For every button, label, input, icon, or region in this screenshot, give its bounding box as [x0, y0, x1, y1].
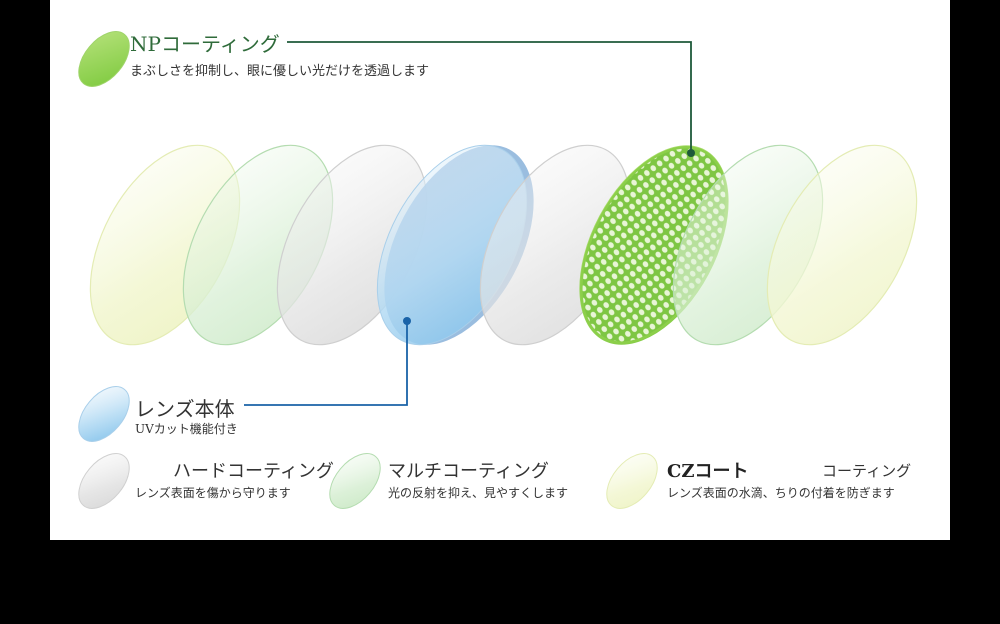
hard-coating-title: ハードコーティング	[173, 461, 334, 482]
lens-body-description: UVカット機能付き	[135, 422, 238, 436]
cz-coat-description: レンズ表面の水滴、ちりの付着を防ぎます	[667, 486, 895, 500]
multi-coating-description: 光の反射を抑え、見やすくします	[388, 486, 569, 500]
multi-legend-icon	[329, 453, 381, 509]
np-coating-description: まぶしさを抑制し、眼に優しい光だけを透過します	[130, 64, 430, 79]
lens-body-title: レンズ本体	[135, 397, 235, 421]
np-legend-icon	[78, 31, 130, 87]
hard-legend-icon	[78, 453, 130, 509]
np-coating-title: NPコーティング	[130, 32, 280, 56]
lens-body-legend-icon	[78, 386, 130, 442]
cz-coat-subtitle: コーティング	[822, 462, 912, 480]
cz-coat-title: CZコート	[667, 461, 749, 482]
cz-legend-icon	[606, 453, 658, 509]
lens-body-callout-line	[244, 317, 411, 406]
layer-cz-coat-right	[766, 144, 918, 346]
np-callout-line	[287, 41, 695, 157]
hard-coating-description: レンズ表面を傷から守ります	[135, 486, 291, 500]
multi-coating-title: マルチコーティング	[388, 461, 549, 482]
